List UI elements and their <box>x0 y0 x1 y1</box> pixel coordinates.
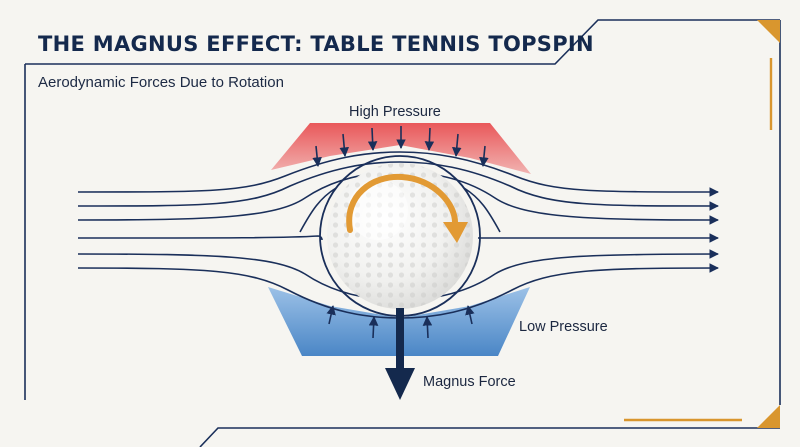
high-pressure-zone <box>271 123 531 174</box>
pressure-arrow <box>424 127 435 151</box>
low-pressure-label: Low Pressure <box>519 319 608 335</box>
streamline <box>77 235 323 241</box>
pressure-arrow <box>422 316 433 339</box>
pressure-arrow <box>479 145 489 167</box>
clockwise-arrow-icon <box>346 173 468 243</box>
high-pressure-arrows <box>312 126 489 167</box>
frame-gold-accents <box>624 58 773 422</box>
streamline <box>299 187 337 233</box>
pressure-arrow <box>452 133 462 157</box>
frame-top-line <box>25 19 780 65</box>
gold-corner-top <box>757 20 780 43</box>
pressure-arrow <box>339 133 349 157</box>
low-pressure-arrows <box>326 305 475 339</box>
frame <box>24 19 781 447</box>
pressure-arrow <box>312 145 322 167</box>
magnus-force-label: Magnus Force <box>423 374 516 390</box>
page-title: THE MAGNUS EFFECT: TABLE TENNIS TOPSPIN <box>38 32 594 56</box>
high-pressure-label: High Pressure <box>349 104 441 120</box>
gold-corner-bottom <box>757 405 780 428</box>
ball-shine <box>348 180 408 240</box>
ball <box>327 163 473 309</box>
streamline <box>77 161 719 211</box>
pressure-arrow <box>368 316 379 339</box>
pressure-arrow <box>465 305 475 325</box>
streamline <box>463 187 501 233</box>
arrow-down-icon <box>385 308 415 400</box>
ball-dimples <box>327 163 473 309</box>
pressure-arrow <box>326 305 336 325</box>
frame-bottom-line <box>199 427 780 447</box>
pressure-arrow <box>367 127 378 151</box>
page-subtitle: Aerodynamic Forces Due to Rotation <box>38 74 284 91</box>
streamline <box>77 151 719 197</box>
